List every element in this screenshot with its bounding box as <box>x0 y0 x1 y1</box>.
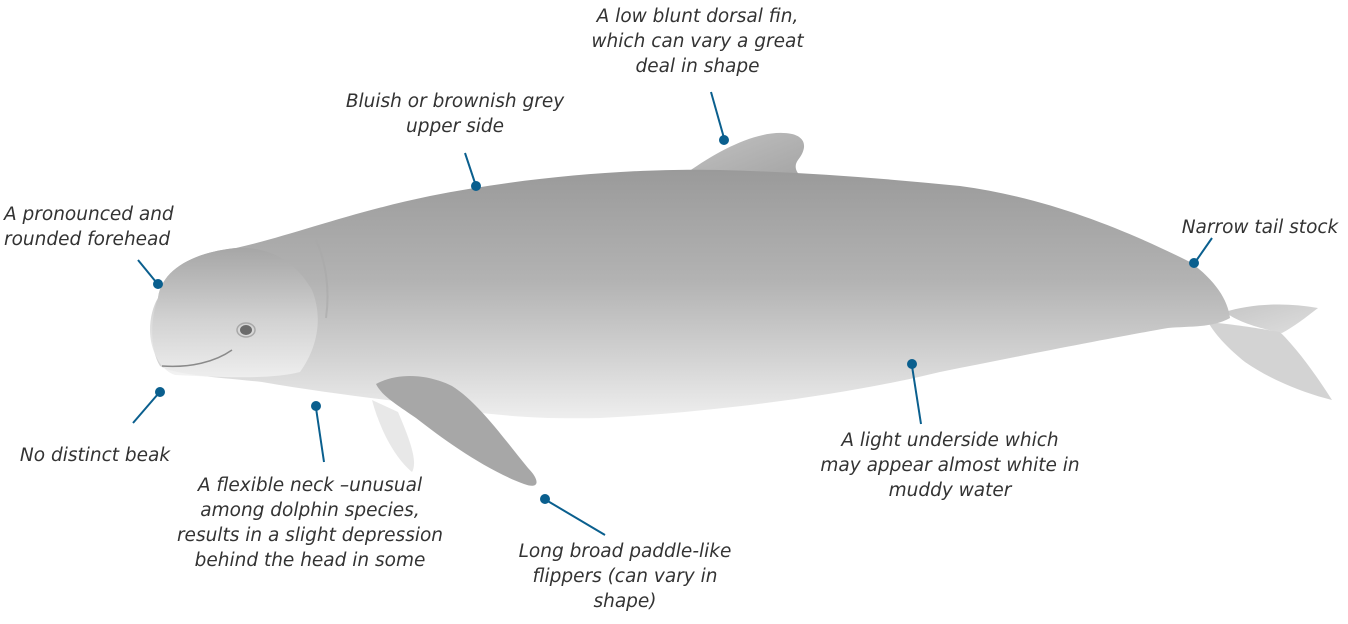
leader-dot-flippers <box>541 495 549 503</box>
leader-dot-underside <box>908 360 916 368</box>
leader-line-beak <box>133 394 158 423</box>
leader-dot-dorsal-fin <box>720 136 728 144</box>
leader-dot-forehead <box>154 280 162 288</box>
label-underside: A light underside which may appear almos… <box>815 428 1085 503</box>
leader-dot-beak <box>156 388 164 396</box>
label-flippers: Long broad paddle-like flippers (can var… <box>500 539 750 614</box>
label-neck: A flexible neck –unusual among dolphin s… <box>165 473 455 573</box>
dolphin-body <box>152 170 1230 419</box>
label-beak: No distinct beak <box>15 443 175 468</box>
leader-line-neck <box>316 408 324 462</box>
label-tail-stock: Narrow tail stock <box>1180 215 1340 240</box>
tail-fluke-lower <box>1208 322 1332 400</box>
leader-dot-neck <box>312 402 320 410</box>
dolphin-head <box>150 248 318 377</box>
leader-line-tail-stock <box>1196 238 1212 261</box>
label-upper-side: Bluish or brownish grey upper side <box>335 89 575 139</box>
eye <box>240 325 252 335</box>
leader-line-flippers <box>546 500 605 535</box>
label-forehead: A pronounced and rounded forehead <box>4 202 204 252</box>
leader-line-dorsal-fin <box>711 92 724 138</box>
leader-dot-upper-side <box>472 182 480 190</box>
leader-dot-tail-stock <box>1190 259 1198 267</box>
leader-line-forehead <box>138 260 156 282</box>
label-dorsal-fin: A low blunt dorsal fin, which can vary a… <box>575 4 820 79</box>
leader-line-upper-side <box>465 153 475 183</box>
